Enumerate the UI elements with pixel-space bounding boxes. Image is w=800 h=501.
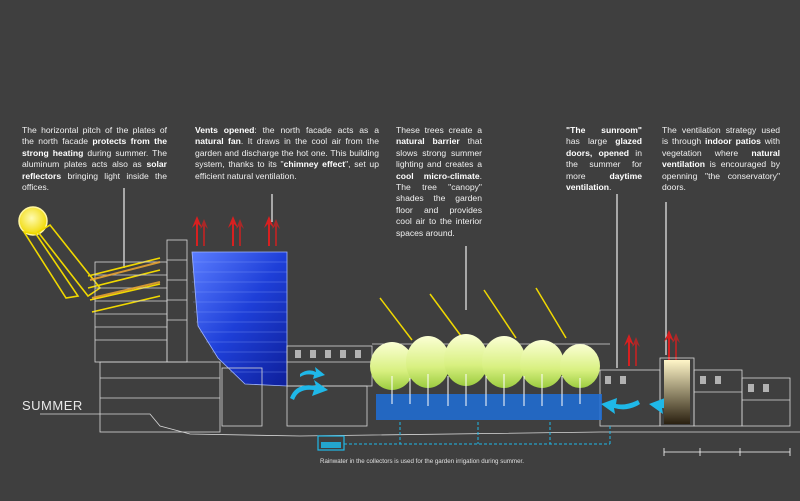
note-text: .: [608, 182, 612, 193]
note-emphasis: indoor patios: [705, 136, 761, 147]
note-emphasis: glazed doors, opened: [566, 136, 642, 158]
window-ticks: [295, 350, 769, 392]
tree-icon: [370, 334, 600, 406]
note-ventilation: The ventilation strategy used is through…: [662, 125, 780, 193]
season-label: SUMMER: [22, 398, 83, 413]
note-sunroom: "The sunroom" has large glazed doors, op…: [566, 125, 642, 193]
note-text: These trees create a: [396, 125, 482, 135]
note-text: . The tree "canopy" shades the garden fl…: [396, 170, 482, 238]
note-emphasis: "The sunroom": [566, 125, 642, 135]
reflector-glow: [89, 261, 161, 299]
note-text: during summer. The aluminum plates acts …: [22, 147, 167, 170]
north-office-block: [94, 239, 188, 363]
note-text: in the summer for more: [566, 147, 642, 181]
note-emphasis: cool micro-climate: [396, 170, 480, 181]
rainwater-caption: Rainwater in the collectors is used for …: [320, 458, 524, 465]
leader-lines: [123, 188, 667, 368]
note-text: bringing light inside the offices.: [22, 170, 167, 193]
note-emphasis: solar reflectors: [22, 159, 167, 181]
note-north-facade: The horizontal pitch of the plates of th…: [22, 125, 167, 193]
note-emphasis: natural ventilation: [662, 147, 780, 170]
note-text: The horizontal pitch of the plates of th…: [22, 125, 167, 147]
irrigation-lines: [344, 422, 611, 445]
note-vents: Vents opened: the north facade acts as a…: [195, 125, 379, 182]
hot-air-arrow-icon: [192, 216, 680, 366]
note-trees: These trees create a natural barrier tha…: [396, 125, 482, 239]
sun-icon: [18, 206, 48, 236]
blue-facade: [191, 251, 288, 387]
note-text: has large: [566, 136, 616, 147]
garden-pond: [376, 394, 602, 420]
note-emphasis: chimney effect: [283, 159, 346, 170]
garden-sun-rays: [379, 287, 567, 341]
sun-rays: [22, 223, 161, 313]
indoor-patio: [664, 360, 690, 424]
note-emphasis: natural barrier: [396, 136, 460, 147]
note-emphasis: natural fan: [195, 136, 241, 147]
collector-water: [321, 442, 341, 448]
rainwater-collector: [317, 435, 345, 451]
note-text: . It draws in the cool air from the gard…: [195, 136, 379, 170]
note-text: is encouraged by openning "the conservat…: [662, 159, 780, 193]
note-text: ", set up efficient natural ventilation.: [195, 159, 379, 181]
note-emphasis: daytime ventilation: [566, 170, 642, 193]
note-text: The ventilation strategy used is through: [662, 125, 780, 147]
note-text: that slows strong summer lighting and cr…: [396, 136, 482, 170]
building-sections: [40, 343, 800, 437]
note-text: with vegetation where: [662, 136, 780, 158]
scale-bar: [663, 448, 791, 456]
note-text: : the north facade acts as a: [254, 125, 380, 135]
note-emphasis: Vents opened: [195, 125, 255, 135]
note-emphasis: protects from the strong heating: [22, 136, 168, 158]
